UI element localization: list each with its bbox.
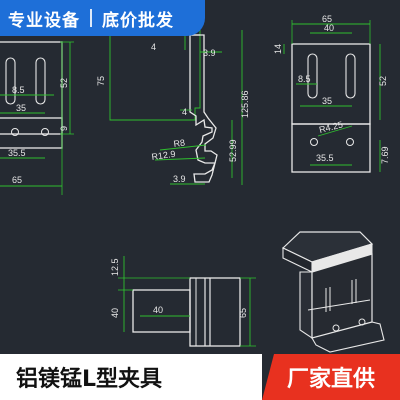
- view-d-front: [118, 256, 256, 347]
- dim-c-6: 52: [378, 76, 388, 86]
- bottom-bar: 铝镁锰L型夹具 厂家直供: [0, 354, 400, 400]
- dim-c-4: 8.5: [298, 74, 311, 84]
- product-name-panel: 铝镁锰L型夹具: [0, 354, 262, 400]
- isometric-view: [281, 231, 385, 353]
- banner-tag-wholesale: 底价批发: [102, 10, 174, 31]
- dim-d-2: 40: [110, 308, 120, 318]
- dim-a-2: 35: [16, 103, 26, 113]
- banner-divider: [90, 9, 92, 27]
- dim-c-5: 35: [322, 96, 332, 106]
- product-name: 铝镁锰L型夹具: [16, 367, 163, 392]
- view-c-front: [283, 20, 381, 173]
- dim-b-8: R12.9: [151, 149, 176, 162]
- dim-a-5: 35.5: [8, 148, 26, 158]
- dim-a-3: 52: [59, 78, 69, 88]
- view-b-profile: [109, 30, 243, 185]
- dim-a-6: 65: [12, 175, 22, 185]
- dim-d-4: 65: [238, 308, 248, 318]
- dim-b-6: 52.99: [228, 139, 238, 162]
- dim-c-8: 35.5: [316, 153, 334, 163]
- dim-b-1: 4: [151, 42, 156, 52]
- dim-b-7: R8: [173, 137, 186, 149]
- dim-c-1: 65: [322, 14, 332, 24]
- dim-c-2: 40: [324, 23, 334, 33]
- dim-a-1: 8.5: [12, 85, 25, 95]
- top-banner: 专业设备 底价批发: [0, 0, 205, 36]
- dim-d-3: 40: [153, 305, 163, 315]
- badge-label: 厂家直供: [286, 367, 375, 392]
- banner-tag-professional: 专业设备: [8, 10, 80, 31]
- dim-c-9: 7.69: [380, 146, 390, 164]
- view-a-front: [0, 41, 74, 195]
- dim-a-4: 9: [59, 126, 69, 131]
- dim-b-2: 3.9: [203, 48, 216, 58]
- dim-c-3: 14: [273, 44, 283, 54]
- factory-direct-badge: 厂家直供: [262, 354, 400, 400]
- dim-d-1: 12.5: [110, 258, 120, 276]
- dim-b-3: 75: [96, 76, 106, 86]
- dim-b-9: 3.9: [173, 174, 186, 184]
- dim-b-4: 4: [182, 107, 187, 117]
- dim-b-5: 125.86: [240, 90, 250, 118]
